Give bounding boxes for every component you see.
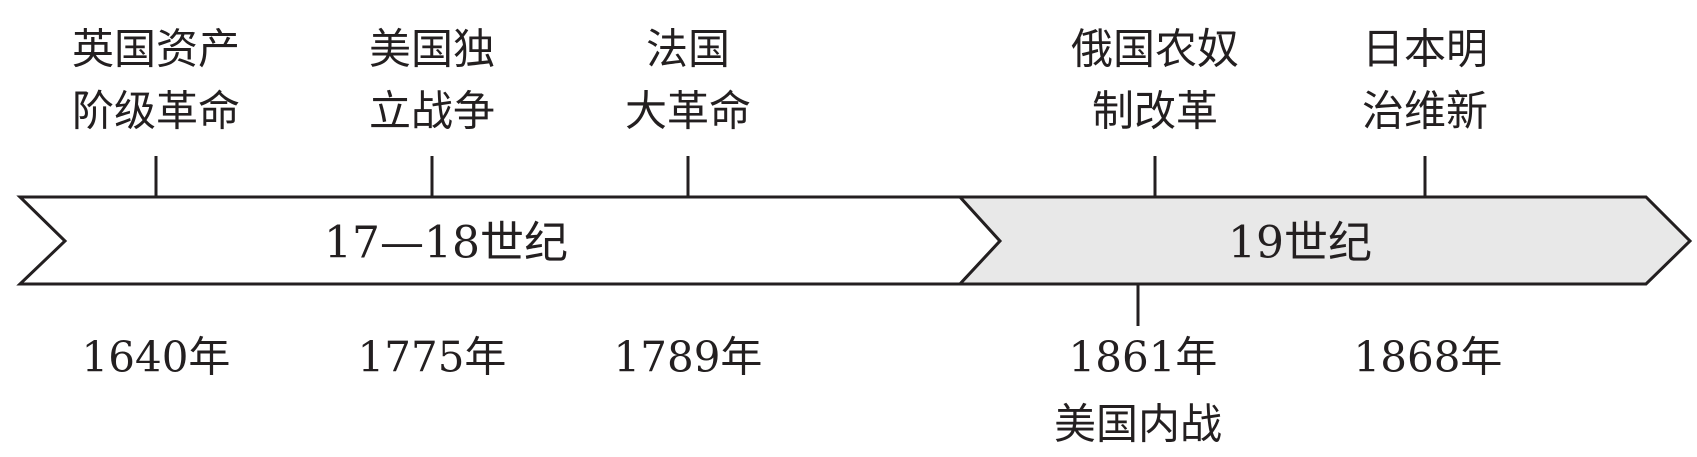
event-label: 美国独 <box>369 25 495 74</box>
year-label: 1861年 <box>1069 333 1218 382</box>
event-label: 大革命 <box>625 87 751 136</box>
year-label: 1640年 <box>82 333 231 382</box>
event-label: 制改革 <box>1092 87 1218 136</box>
event-label: 日本明 <box>1362 25 1488 74</box>
event-label: 阶级革命 <box>72 87 240 136</box>
period-arrow-19-century <box>956 195 1693 286</box>
year-label: 1868年 <box>1354 333 1503 382</box>
event-label: 立战争 <box>369 87 495 136</box>
event-label: 英国资产 <box>72 25 240 74</box>
year-label: 1789年 <box>614 333 763 382</box>
period-label-17-18: 17—18世纪 <box>324 218 568 269</box>
period-label-19: 19世纪 <box>1228 218 1372 269</box>
event-label: 治维新 <box>1362 87 1488 136</box>
event-label: 法国 <box>646 25 730 74</box>
event-label-us-civil-war: 美国内战 <box>1054 400 1222 449</box>
year-label: 1775年 <box>358 333 507 382</box>
event-label: 俄国农奴 <box>1071 25 1239 74</box>
